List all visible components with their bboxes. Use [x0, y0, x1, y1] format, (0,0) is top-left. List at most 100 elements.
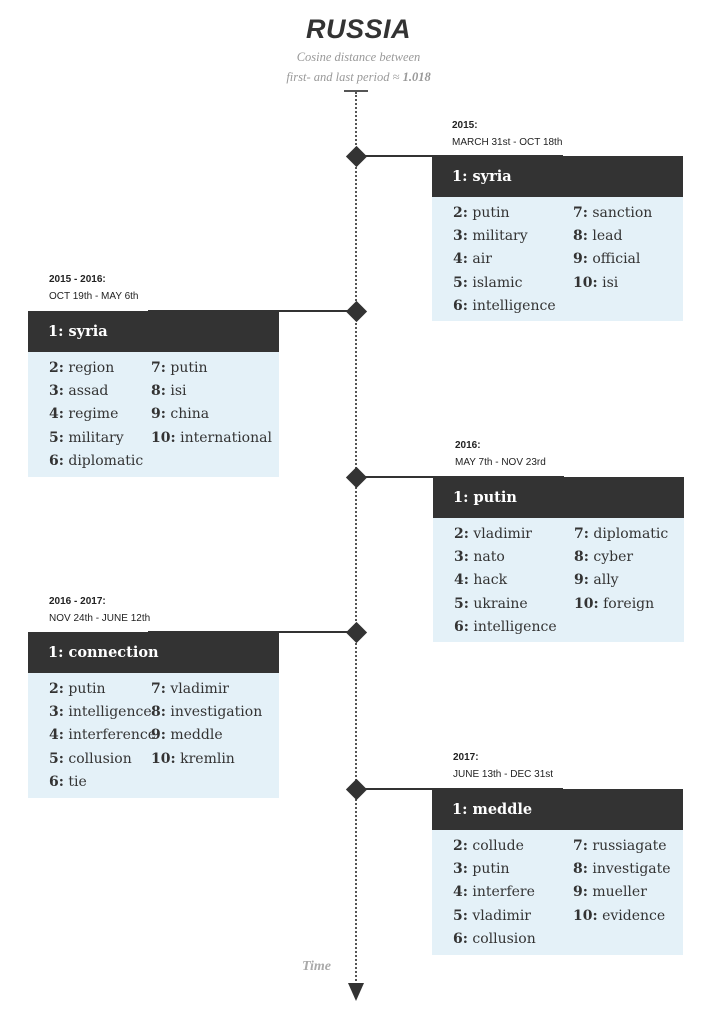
- term-item: 8: isi: [151, 381, 187, 401]
- term-word: meddle: [165, 727, 223, 744]
- term-word: diplomatic: [588, 526, 669, 542]
- term-word: islamic: [467, 274, 523, 291]
- period-year-label: 2017:: [453, 752, 479, 763]
- term-word: military: [467, 228, 528, 245]
- term-rank: 3:: [49, 704, 64, 721]
- term-item: 9: china: [151, 404, 209, 424]
- period-year-label: 2015:: [452, 120, 478, 131]
- term-item: 4: regime: [49, 404, 118, 424]
- term-item: 10: kremlin: [151, 749, 235, 769]
- term-rank: 10:: [574, 595, 599, 612]
- term-rank: 2:: [49, 360, 64, 376]
- term-rank: 7:: [151, 360, 166, 376]
- term-word: vladimir: [165, 681, 229, 697]
- term-word: putin: [467, 205, 510, 221]
- term-rank: 2:: [454, 526, 469, 542]
- top-term-header: 1: syria: [432, 156, 683, 197]
- term-item: 5: vladimir: [453, 906, 531, 926]
- subtitle-line-2: first- and last period ≈ 1.018: [0, 70, 717, 85]
- term-rank: 6:: [49, 773, 64, 790]
- term-word: putin: [165, 360, 208, 376]
- term-word: vladimir: [467, 907, 531, 924]
- term-item: 5: islamic: [453, 273, 522, 293]
- timeline-start-cap: [344, 90, 368, 92]
- term-item: 10: isi: [573, 273, 618, 293]
- period-date-range: JUNE 13th - DEC 31st: [453, 769, 554, 780]
- term-word: vladimir: [468, 526, 532, 542]
- term-item: 4: air: [453, 249, 492, 269]
- term-word: air: [467, 251, 492, 268]
- term-word: intelligence: [63, 704, 152, 721]
- top-term-header: 1: syria: [28, 311, 279, 352]
- term-rank: 7:: [573, 205, 588, 221]
- term-item: 2: collude: [453, 836, 524, 856]
- term-item: 2: vladimir: [454, 524, 532, 544]
- term-rank: 2:: [49, 681, 64, 697]
- term-word: china: [165, 406, 210, 423]
- term-word: mueller: [587, 884, 647, 901]
- term-rank: 3:: [454, 549, 469, 566]
- term-word: diplomatic: [63, 452, 144, 469]
- period-date-range: OCT 19th - MAY 6th: [49, 291, 139, 302]
- term-item: 7: putin: [151, 358, 207, 378]
- term-word: collusion: [63, 750, 132, 767]
- term-word: foreign: [598, 595, 655, 612]
- period-year-label: 2016 - 2017:: [49, 596, 106, 607]
- term-word: lead: [587, 228, 623, 245]
- term-word: cyber: [588, 549, 634, 566]
- term-item: 7: diplomatic: [574, 524, 668, 544]
- term-rank: 10:: [573, 907, 598, 924]
- term-rank: 8:: [151, 704, 166, 721]
- term-word: evidence: [597, 907, 666, 924]
- period-year-label: 2016:: [455, 440, 481, 451]
- term-item: 6: collusion: [453, 929, 536, 949]
- term-rank: 6:: [453, 930, 468, 947]
- term-item: 3: intelligence: [49, 702, 152, 722]
- term-word: investigation: [165, 704, 263, 721]
- term-rank: 9:: [573, 251, 588, 268]
- term-word: intelligence: [467, 297, 556, 314]
- term-word: interfere: [467, 884, 535, 901]
- period-date-range: NOV 24th - JUNE 12th: [49, 613, 151, 624]
- term-item: 4: hack: [454, 570, 507, 590]
- term-rank: 4:: [49, 727, 64, 744]
- page-title: RUSSIA: [305, 14, 411, 44]
- term-word: regime: [63, 406, 119, 423]
- term-word: isi: [597, 274, 619, 291]
- term-rank: 3:: [453, 228, 468, 245]
- term-item: 5: ukraine: [454, 594, 528, 614]
- period-year-label: 2015 - 2016:: [49, 274, 106, 285]
- cosine-distance-value: 1.018: [402, 70, 431, 84]
- term-word: interference: [63, 727, 157, 744]
- term-item: 7: vladimir: [151, 679, 229, 699]
- term-word: assad: [63, 383, 109, 400]
- term-item: 8: investigate: [573, 859, 671, 879]
- term-item: 8: investigation: [151, 702, 262, 722]
- term-word: international: [175, 429, 272, 446]
- term-word: hack: [468, 572, 508, 589]
- term-word: ally: [588, 572, 619, 589]
- term-rank: 5:: [49, 750, 64, 767]
- term-item: 10: international: [151, 428, 272, 448]
- term-item: 4: interference: [49, 725, 156, 745]
- term-word: intelligence: [468, 618, 557, 635]
- term-item: 2: region: [49, 358, 114, 378]
- term-item: 6: diplomatic: [49, 451, 143, 471]
- period-date-range: MAY 7th - NOV 23rd: [455, 457, 546, 468]
- term-word: nato: [468, 549, 505, 566]
- term-rank: 9:: [574, 572, 589, 589]
- term-word: sanction: [587, 205, 653, 221]
- term-rank: 8:: [573, 228, 588, 245]
- term-item: 5: collusion: [49, 749, 132, 769]
- term-word: russiagate: [587, 838, 667, 854]
- term-item: 3: nato: [454, 547, 505, 567]
- term-word: ukraine: [468, 595, 528, 612]
- timeline-arrow-icon: [348, 983, 364, 1001]
- term-word: military: [63, 429, 124, 446]
- term-item: 7: sanction: [573, 203, 652, 223]
- term-word: isi: [165, 383, 187, 400]
